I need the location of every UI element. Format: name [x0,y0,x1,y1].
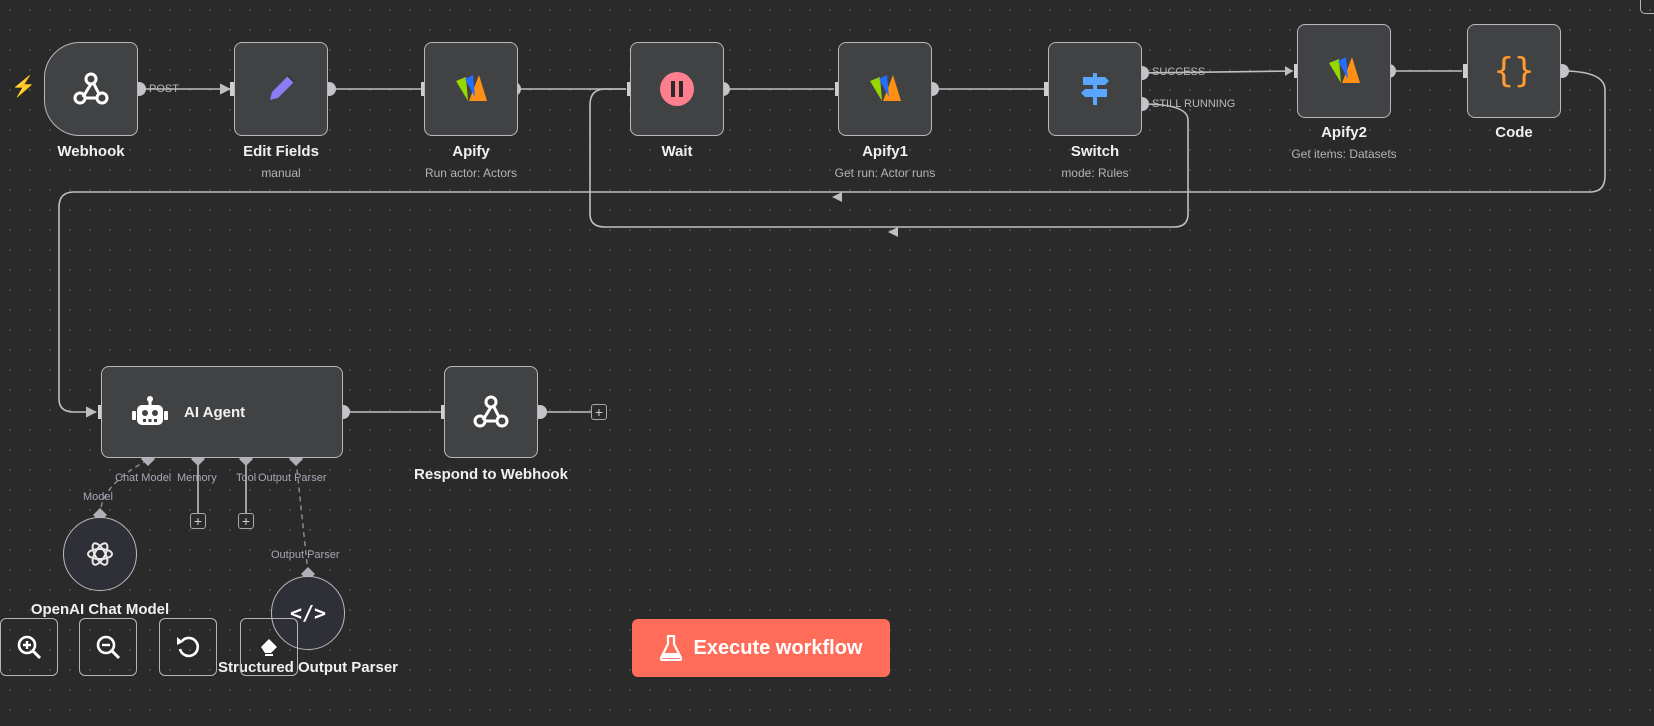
edge-stillrunning-wait [589,88,1189,228]
sub-switch: mode: Rules [1061,166,1129,180]
sub-apify1: Get run: Actor runs [834,166,936,180]
edge-label-still-running: STILL RUNNING [1152,98,1236,110]
edge-label-post: POST [149,83,179,95]
node-respond-to-webhook[interactable] [444,366,538,458]
apify-icon [1329,57,1360,83]
webhook-icon [73,72,109,105]
signpost-icon [1081,73,1109,105]
robot-icon [132,396,168,425]
label-webhook: Webhook [57,143,125,160]
pencil-icon [270,75,295,100]
port-label-model: Model [83,491,113,503]
braces-icon: {} [1493,51,1535,91]
tidy-up-button[interactable] [240,618,298,676]
sub-apify2: Get items: Datasets [1291,147,1397,161]
webhook-icon [473,395,509,428]
label-code: Code [1495,124,1533,141]
node-webhook[interactable] [44,42,138,136]
node-apify1[interactable] [838,42,932,136]
label-apify1: Apify1 [862,143,908,160]
edge-switch-apify2 [1141,70,1294,74]
add-memory-button[interactable]: + [190,513,206,529]
node-edit-fields[interactable] [234,42,328,136]
tidy-up-icon [261,639,277,656]
reset-zoom-button[interactable] [159,618,217,676]
apify-icon [870,75,901,101]
node-structured-output-parser[interactable]: </> [271,576,345,650]
node-switch[interactable] [1048,42,1142,136]
node-openai-chat-model[interactable] [63,517,137,591]
zoom-out-icon [96,635,121,660]
sub-edit-fields: manual [261,166,301,180]
label-apify2: Apify2 [1321,124,1367,141]
reset-zoom-icon [177,636,200,658]
execute-workflow-label: Execute workflow [693,636,863,659]
openai-icon [87,542,113,566]
execute-workflow-button[interactable]: Execute workflow [632,619,890,677]
label-ai-agent: AI Agent [184,403,246,421]
label-wait: Wait [661,143,693,160]
node-wait[interactable] [630,42,724,136]
label-switch: Switch [1070,143,1120,160]
node-apify[interactable] [424,42,518,136]
port-label-parser-input: Output Parser [271,549,340,561]
label-openai-chat-model: OpenAI Chat Model [30,601,170,618]
edge-code-agent [58,70,1606,418]
sub-apify: Run actor: Actors [424,166,518,180]
zoom-out-button[interactable] [79,618,137,676]
node-apify2[interactable] [1297,24,1391,118]
corner-panel-button[interactable] [1640,0,1654,14]
add-node-button[interactable]: + [591,404,607,420]
zoom-in-button[interactable] [0,618,58,676]
label-structured-output-parser: Structured Output Parser [217,659,399,676]
flask-icon [659,635,682,661]
zoom-in-icon [17,635,42,660]
label-apify: Apify [452,143,490,160]
port-label-tool: Tool [236,472,257,484]
node-code[interactable]: {} [1467,24,1561,118]
trigger-bolt-icon: ⚡ [11,76,36,98]
label-edit-fields: Edit Fields [243,143,319,160]
apify-icon [456,75,487,101]
label-respond-to-webhook: Respond to Webhook [414,466,568,483]
add-tool-button[interactable]: + [238,513,254,529]
node-ai-agent[interactable]: AI Agent [101,366,343,458]
edge-label-success: SUCCESS [1152,66,1206,78]
port-label-output-parser: Output Parser [258,472,327,484]
port-label-memory: Memory [177,472,217,484]
port-label-chat-model: Chat Model [115,472,172,484]
edge-parser-agent [295,459,309,574]
edge-openai-agent [99,459,149,517]
pause-icon [660,72,694,106]
